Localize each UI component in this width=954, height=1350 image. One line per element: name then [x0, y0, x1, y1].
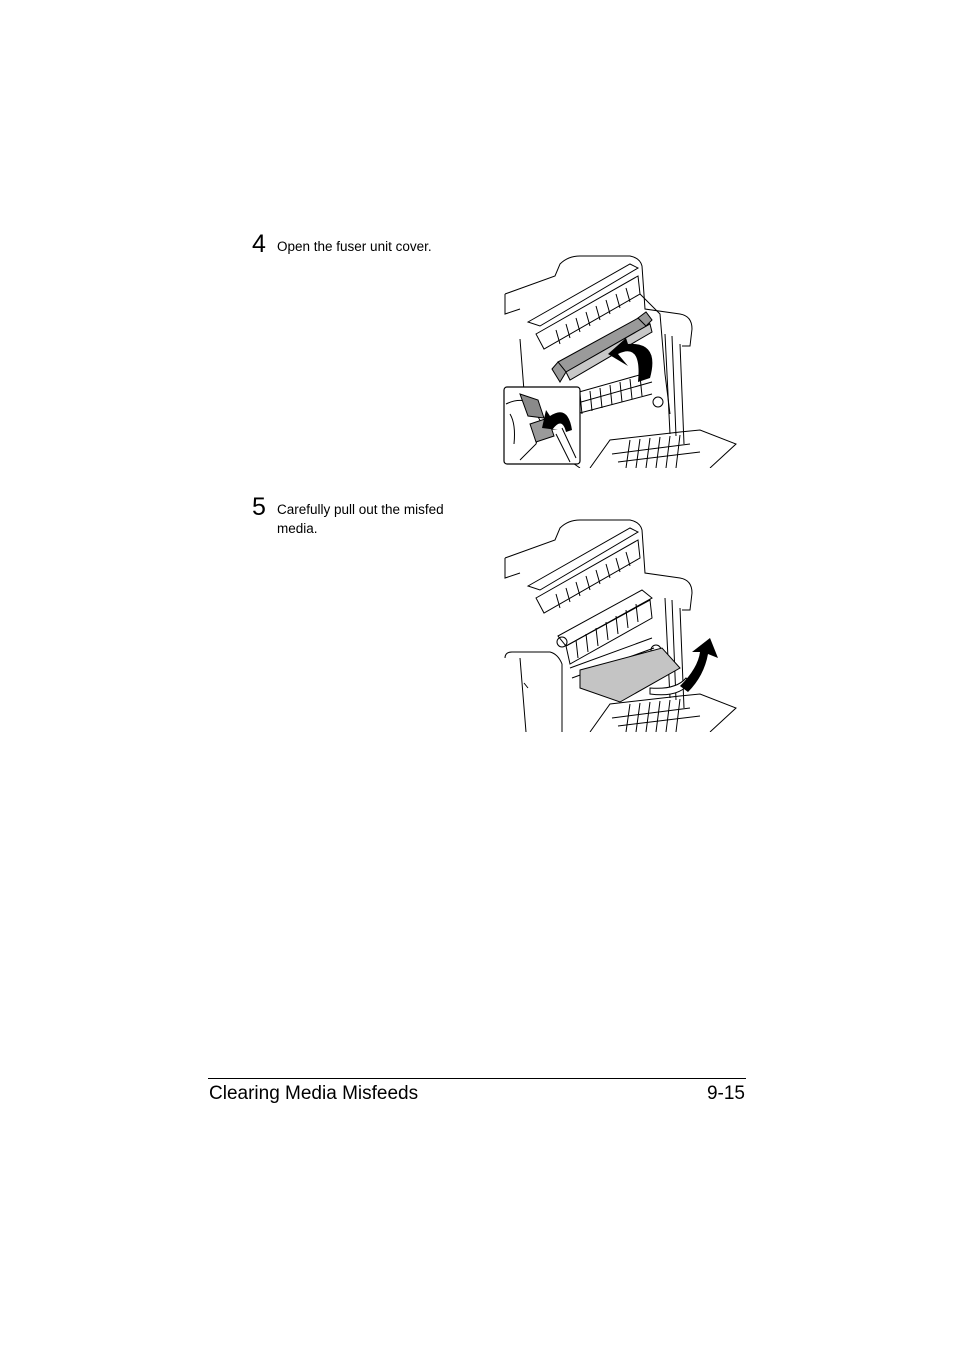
fuser-cover-open-illustration [503, 255, 737, 468]
step-5-number: 5 [252, 493, 266, 521]
footer-page-number: 9-15 [706, 1083, 745, 1104]
step-4-number: 4 [252, 230, 266, 258]
step-5-instruction: Carefully pull out the misfed media. [277, 502, 444, 536]
footer-divider [208, 1078, 746, 1079]
pull-misfed-media-illustration [504, 519, 737, 732]
footer-section-title: Clearing Media Misfeeds [209, 1083, 419, 1104]
step-4-instruction: Open the fuser unit cover. [277, 239, 432, 254]
